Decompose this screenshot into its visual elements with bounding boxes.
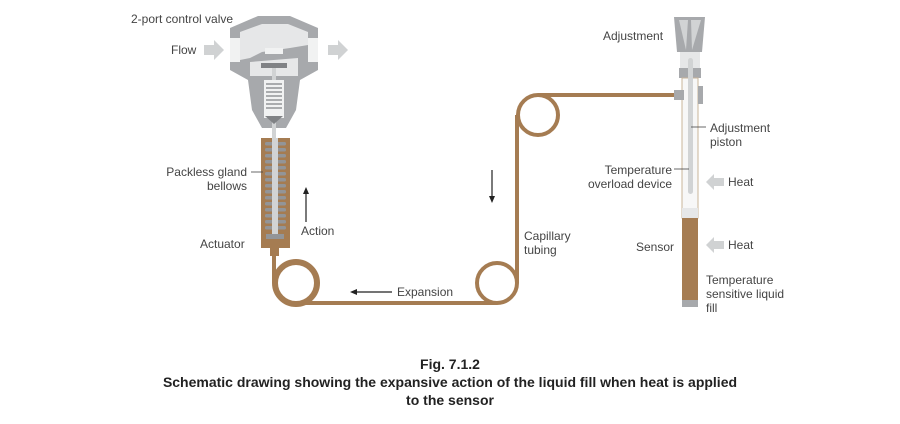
label-piston-line2: piston	[710, 135, 743, 149]
label-capillary-line1: Capillary	[524, 229, 571, 243]
label-action: Action	[301, 224, 335, 238]
label-capillary-line2: tubing	[524, 243, 557, 257]
label-bellows-line2: bellows	[206, 179, 247, 193]
expansion-arrow	[350, 289, 392, 295]
figure-number: Fig. 7.1.2	[420, 356, 480, 372]
figure-caption-line1: Schematic drawing showing the expansive …	[162, 374, 738, 390]
label-adjustment: Adjustment	[603, 29, 664, 43]
label-heat-2: Heat	[728, 238, 754, 252]
sensor	[674, 17, 705, 307]
label-bellows-line1: Packless gland	[166, 165, 247, 179]
label-expansion: Expansion	[397, 285, 454, 299]
label-valve: 2-port control valve	[131, 12, 234, 26]
label-overload-line1: Temperature	[604, 163, 672, 177]
heat-arrow-2	[706, 237, 724, 253]
flow-out-arrow	[328, 40, 348, 60]
label-heat-1: Heat	[728, 175, 754, 189]
label-actuator: Actuator	[200, 237, 245, 251]
action-arrow	[303, 187, 309, 222]
label-fill-line2: sensitive liquid	[706, 287, 785, 301]
flow-direction-arrow	[489, 170, 495, 203]
capillary-tubing	[272, 93, 684, 307]
label-piston-line1: Adjustment	[710, 121, 771, 135]
heat-arrow-1	[706, 174, 724, 190]
label-fill-line3: fill	[706, 301, 718, 315]
flow-in-arrow	[204, 40, 224, 60]
label-fill-line1: Temperature	[706, 273, 774, 287]
valve-body	[230, 16, 318, 138]
figure-caption-line2: to the sensor	[406, 392, 494, 408]
actuator	[261, 138, 290, 256]
label-overload-line2: overload device	[587, 177, 672, 191]
leader-lines	[251, 126, 706, 173]
label-sensor: Sensor	[636, 240, 675, 254]
label-flow: Flow	[171, 43, 197, 57]
